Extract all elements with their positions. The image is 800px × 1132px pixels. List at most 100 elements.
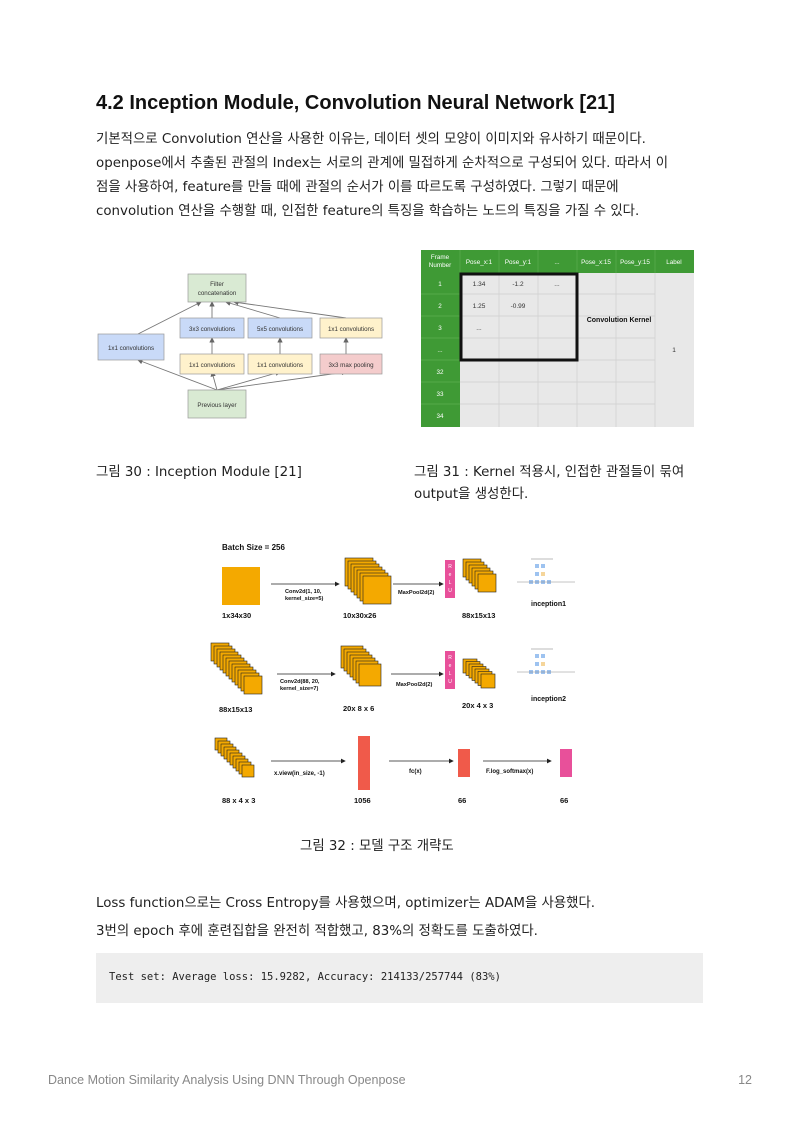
concat-label: concatenation [198, 290, 237, 297]
conv1-kernel-label: kernel_size=5) [285, 596, 324, 602]
relu-char: L [449, 671, 452, 677]
conv2-kernel-label: kernel_size=7) [280, 686, 319, 692]
maxpool-label: 3x3 max pooling [328, 362, 374, 369]
previous-layer-box [187, 389, 247, 419]
inception2-thumbnail [517, 648, 575, 674]
inception1-thumbnail [517, 558, 575, 584]
conv2-shape-label: 20x 8 x 6 [343, 704, 374, 713]
header-label: Label [666, 259, 681, 266]
paragraph-line: 기본적으로 Convolution 연산을 사용한 이유는, 데이터 셋의 모양… [96, 132, 646, 147]
conv1x1-b-label: 1x1 convolutions [257, 362, 303, 369]
table-cell: -0.99 [511, 303, 526, 310]
flatten-vector [358, 736, 370, 790]
header-pose-y1: Pose_y:1 [505, 259, 532, 266]
header-ellipsis: ... [554, 259, 559, 266]
maxpool-box [319, 353, 383, 375]
pool1-shape-label: 88x15x13 [462, 611, 495, 620]
header-pose-x1: Pose_x:1 [466, 259, 493, 266]
relu-char: U [448, 679, 452, 685]
table-cell: ... [476, 325, 482, 332]
row-label: 3 [438, 325, 442, 332]
input3-shape-label: 88 x 4 x 3 [222, 796, 255, 805]
header-frame-line2: Number [429, 262, 451, 269]
row-label: ... [437, 347, 442, 354]
input3-stack [214, 737, 255, 778]
fc-size-label: 66 [458, 796, 466, 805]
conv1-label: Conv2d(1, 10, [285, 589, 322, 595]
conv1x1-left-label: 1x1 convolutions [108, 345, 154, 352]
conv1x1-top-box [319, 317, 383, 339]
conv1x1-b-box [247, 353, 313, 375]
kernel-table-diagram: Frame Number Pose_x:1 Pose_y:1 ... Pose_… [421, 250, 694, 427]
code-block: Test set: Average loss: 15.9282, Accurac… [96, 953, 703, 1003]
figure31-caption: 그림 31 : Kernel 적용시, 인접한 관절들이 묶여 output을 … [414, 462, 684, 506]
table-row-label-column [421, 250, 460, 427]
row-label: 2 [438, 303, 442, 310]
relu-char: e [449, 572, 452, 578]
filter-label: Filter [210, 281, 224, 288]
page-number: 12 [738, 1073, 752, 1087]
conv2-label: Conv2d(88, 20, [280, 679, 320, 685]
header-pose-x15: Pose_x:15 [581, 259, 611, 266]
tensor-slice [241, 764, 255, 778]
figure32-caption: 그림 32 : 모델 구조 개략도 [300, 839, 454, 854]
section-title: 4.2 Inception Module, Convolution Neural… [96, 92, 615, 114]
table-cell: 1.34 [473, 281, 486, 288]
relu-char: L [449, 580, 452, 586]
row-label: 1 [438, 281, 442, 288]
tensor-slice [480, 673, 496, 689]
table-cell: ... [554, 281, 560, 288]
conv3x3-label: 3x3 convolutions [189, 326, 235, 333]
inception1-label: inception1 [531, 601, 566, 608]
input-shape-label: 1x34x30 [222, 611, 251, 620]
pool2-output-stack [462, 658, 496, 689]
model-architecture-diagram: Batch Size = 256 1x34x30 Conv2d(1, 10, k… [210, 543, 575, 805]
paragraph-line: openpose에서 추출된 관절의 Index는 서로의 관계에 밀접하게 순… [96, 156, 669, 171]
tensor-slice [358, 663, 382, 687]
table-cell: -1.2 [512, 281, 524, 288]
tensor-slice [477, 573, 497, 593]
relu1-box [445, 560, 455, 598]
conv1x1-left-box [97, 333, 165, 361]
softmax-output-vector [560, 749, 572, 777]
header-pose-y15: Pose_y:15 [620, 259, 650, 266]
input2-stack [210, 642, 263, 695]
conv5x5-label: 5x5 convolutions [257, 326, 303, 333]
conv1-output-stack [344, 557, 392, 605]
convolution-kernel-label: Convolution Kernel [587, 317, 652, 324]
paragraph-line: 점을 사용하여, feature를 만들 때에 관절의 순서가 이를 따르도록 … [96, 180, 619, 195]
relu-char: R [448, 655, 452, 661]
tensor-slice [243, 675, 263, 695]
table-header-row [421, 250, 694, 273]
code-output: Test set: Average loss: 15.9282, Accurac… [109, 971, 501, 983]
header-frame-line1: Frame [431, 254, 450, 261]
inception-module-diagram: Filter concatenation 3x3 convolutions 5x… [97, 273, 383, 419]
inception2-label: inception2 [531, 696, 566, 703]
previous-layer-label: Previous layer [197, 402, 236, 409]
relu-char: e [449, 663, 452, 669]
intro-paragraph: 기본적으로 Convolution 연산을 사용한 이유는, 데이터 셋의 모양… [96, 128, 706, 224]
relu-char: R [448, 564, 452, 570]
input-tensor [222, 567, 260, 605]
figure30-caption: 그림 30 : Inception Module [21] [96, 465, 302, 480]
conv1x1-a-box [179, 353, 245, 375]
pool1-label: MaxPool2d(2) [398, 590, 435, 596]
input2-shape-label: 88x15x13 [219, 705, 252, 714]
conv1-shape-label: 10x30x26 [343, 611, 376, 620]
body-line: Loss function으로는 Cross Entropy를 사용했으며, o… [96, 896, 596, 911]
figure31-caption-line1: 그림 31 : Kernel 적용시, 인접한 관절들이 묶여 [414, 465, 685, 480]
fc-output-vector [458, 749, 470, 777]
relu2-box [445, 651, 455, 689]
row-label: 34 [436, 413, 444, 420]
table-cell: 1.25 [473, 303, 486, 310]
conv1x1-top-label: 1x1 convolutions [328, 326, 374, 333]
row-label: 32 [436, 369, 444, 376]
conv3x3-box [179, 317, 245, 339]
pool1-output-stack [462, 558, 497, 593]
footer-title: Dance Motion Similarity Analysis Using D… [48, 1073, 406, 1087]
conv1x1-a-label: 1x1 convolutions [189, 362, 235, 369]
filter-concat-box [187, 273, 247, 303]
label-value: 1 [672, 347, 676, 354]
body-line: 3번의 epoch 후에 훈련집합을 완전히 적합했고, 83%의 정확도를 도… [96, 924, 538, 939]
paragraph-line: convolution 연산을 수행할 때, 인접한 feature의 특징을 … [96, 204, 640, 219]
